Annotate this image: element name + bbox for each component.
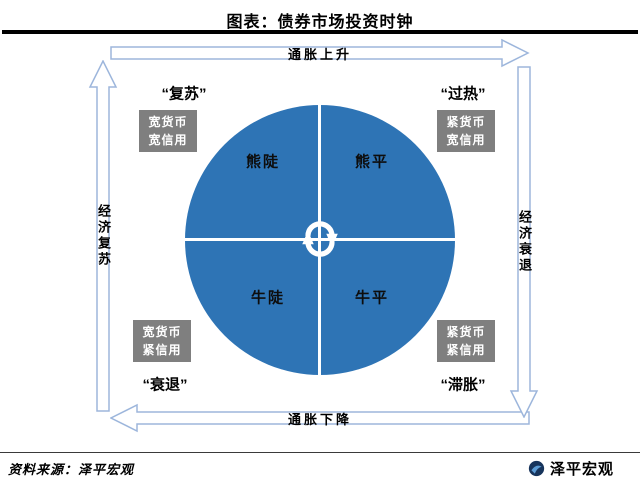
- quadrant-bear-flattener: 熊平: [354, 153, 390, 171]
- phase-stagflation-label: “滞胀”: [440, 376, 486, 394]
- quadrant-bull-flattener: 牛平: [354, 289, 390, 307]
- phase-overheat-label: “过热”: [440, 85, 486, 103]
- policy-line: 宽信用: [148, 133, 188, 147]
- brand-name: 泽平宏观: [549, 461, 614, 478]
- quadrant-bear-steepener: 熊陡: [245, 153, 281, 171]
- footer-rule: [0, 452, 640, 453]
- brand-mark: 泽平宏观: [528, 458, 614, 479]
- economic-recovery-label: 经济复苏: [96, 204, 111, 268]
- policy-line: 紧信用: [446, 343, 486, 357]
- title-rule: [2, 30, 638, 34]
- policy-line: 紧货币: [446, 115, 486, 129]
- inflation-rising-arrow: [110, 38, 530, 68]
- inflation-falling-label: 通胀下降: [287, 411, 352, 427]
- policy-line: 宽货币: [148, 115, 188, 129]
- policy-line: 宽信用: [446, 133, 486, 147]
- data-source-caption: 资料来源：泽平宏观: [8, 462, 135, 477]
- quadrant-bull-steepener: 牛陡: [250, 289, 286, 307]
- policy-box-overheat: 紧货币 宽信用: [437, 110, 495, 152]
- economic-recession-label: 经济衰退: [517, 210, 532, 274]
- horizontal-divider-line: [179, 238, 462, 241]
- figure-title: 图表：债券市场投资时钟: [226, 14, 414, 31]
- inflation-falling-arrow: [110, 403, 530, 433]
- phase-recovery-label: “复苏”: [161, 85, 207, 103]
- policy-box-stagflation: 紧货币 紧信用: [437, 320, 495, 362]
- rotation-cycle-icon: [302, 221, 338, 257]
- policy-line: 宽货币: [142, 325, 182, 339]
- policy-box-recovery: 宽货币 宽信用: [139, 110, 197, 152]
- policy-box-recession: 宽货币 紧信用: [133, 320, 191, 362]
- economic-recession-arrow: [509, 66, 539, 418]
- brand-logo-icon: [528, 460, 545, 477]
- phase-recession-label: “衰退”: [142, 376, 188, 394]
- inflation-rising-label: 通胀上升: [287, 46, 352, 62]
- policy-line: 紧信用: [142, 343, 182, 357]
- policy-line: 紧货币: [446, 325, 486, 339]
- economic-recovery-arrow: [88, 60, 118, 412]
